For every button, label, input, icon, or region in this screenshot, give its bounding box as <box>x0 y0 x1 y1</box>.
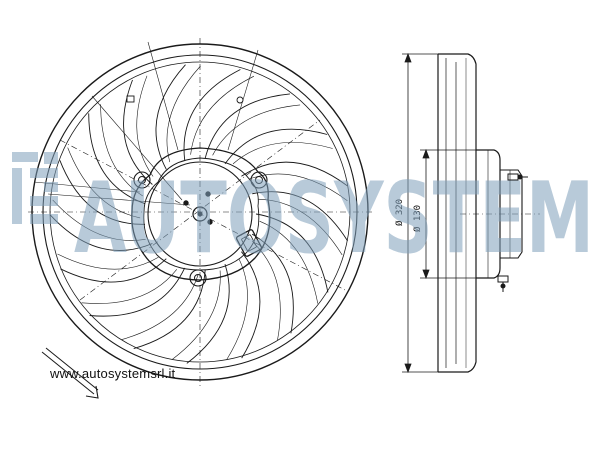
website-url[interactable]: www.autosystemsrl.it <box>50 366 176 381</box>
fan-blade-edge <box>67 147 141 219</box>
dimension-hub <box>420 148 476 280</box>
motor-rivet <box>183 200 189 206</box>
fan-blade <box>49 214 153 251</box>
fan-front-view <box>28 38 372 386</box>
construction-lines <box>28 38 372 386</box>
motor-rivet <box>207 219 213 225</box>
fan-blade-edge <box>121 273 199 340</box>
outer-diameter-label: Ø 320 <box>394 199 405 226</box>
fan-blade <box>155 64 186 170</box>
mount-boss-right <box>250 171 268 189</box>
fan-blade-edge <box>212 104 301 156</box>
dimension-outer <box>402 52 438 374</box>
shroud-tab <box>126 95 135 103</box>
fan-blade <box>186 263 230 364</box>
watermark-brand: AUTOSYSTEM <box>74 162 594 276</box>
fan-blade-edge <box>172 270 221 360</box>
side-bolt-bottom <box>497 275 509 292</box>
fan-blade <box>241 251 261 359</box>
fan-blade <box>224 128 328 165</box>
rotation-direction-arrow <box>41 347 99 399</box>
electrical-connector <box>235 229 263 257</box>
hub-diameter-label: Ø 130 <box>412 205 423 232</box>
fan-blade-edge <box>166 65 201 163</box>
shroud-side-profile <box>438 53 477 373</box>
watermark: AUTOSYSTEM <box>12 152 594 276</box>
mount-hole-left <box>138 176 146 184</box>
fan-blade-edge <box>226 259 248 360</box>
fan-blade <box>133 269 206 350</box>
fan-blade-edge <box>100 104 143 197</box>
fan-blade <box>241 161 348 187</box>
fan-blade-edge <box>232 142 333 165</box>
motor-housing-outline <box>131 147 271 281</box>
fan-blade-edge <box>81 269 178 304</box>
mount-hole-bottom <box>194 274 202 282</box>
fan-blade <box>123 79 153 185</box>
fan-blade-edge <box>136 75 154 177</box>
fan-blade-edge <box>52 199 146 241</box>
fan-blade <box>255 213 329 293</box>
fan-blade-edge <box>190 75 255 155</box>
fan-blade <box>204 93 290 159</box>
mount-boss-left <box>133 171 151 189</box>
motor-housing-inner <box>143 157 260 271</box>
fan-blade <box>251 233 294 334</box>
fan-blade <box>89 267 186 317</box>
fan-blade <box>252 191 348 242</box>
side-bolt-top <box>507 173 528 181</box>
motor-rivet <box>205 191 211 197</box>
connector-inner <box>241 234 257 252</box>
fan-blade <box>183 69 241 161</box>
motor-face <box>147 161 253 267</box>
watermark-logo <box>12 152 58 224</box>
fan-side-view <box>402 52 540 374</box>
mount-boss-bottom <box>189 269 207 287</box>
mount-hole-right <box>255 176 263 184</box>
